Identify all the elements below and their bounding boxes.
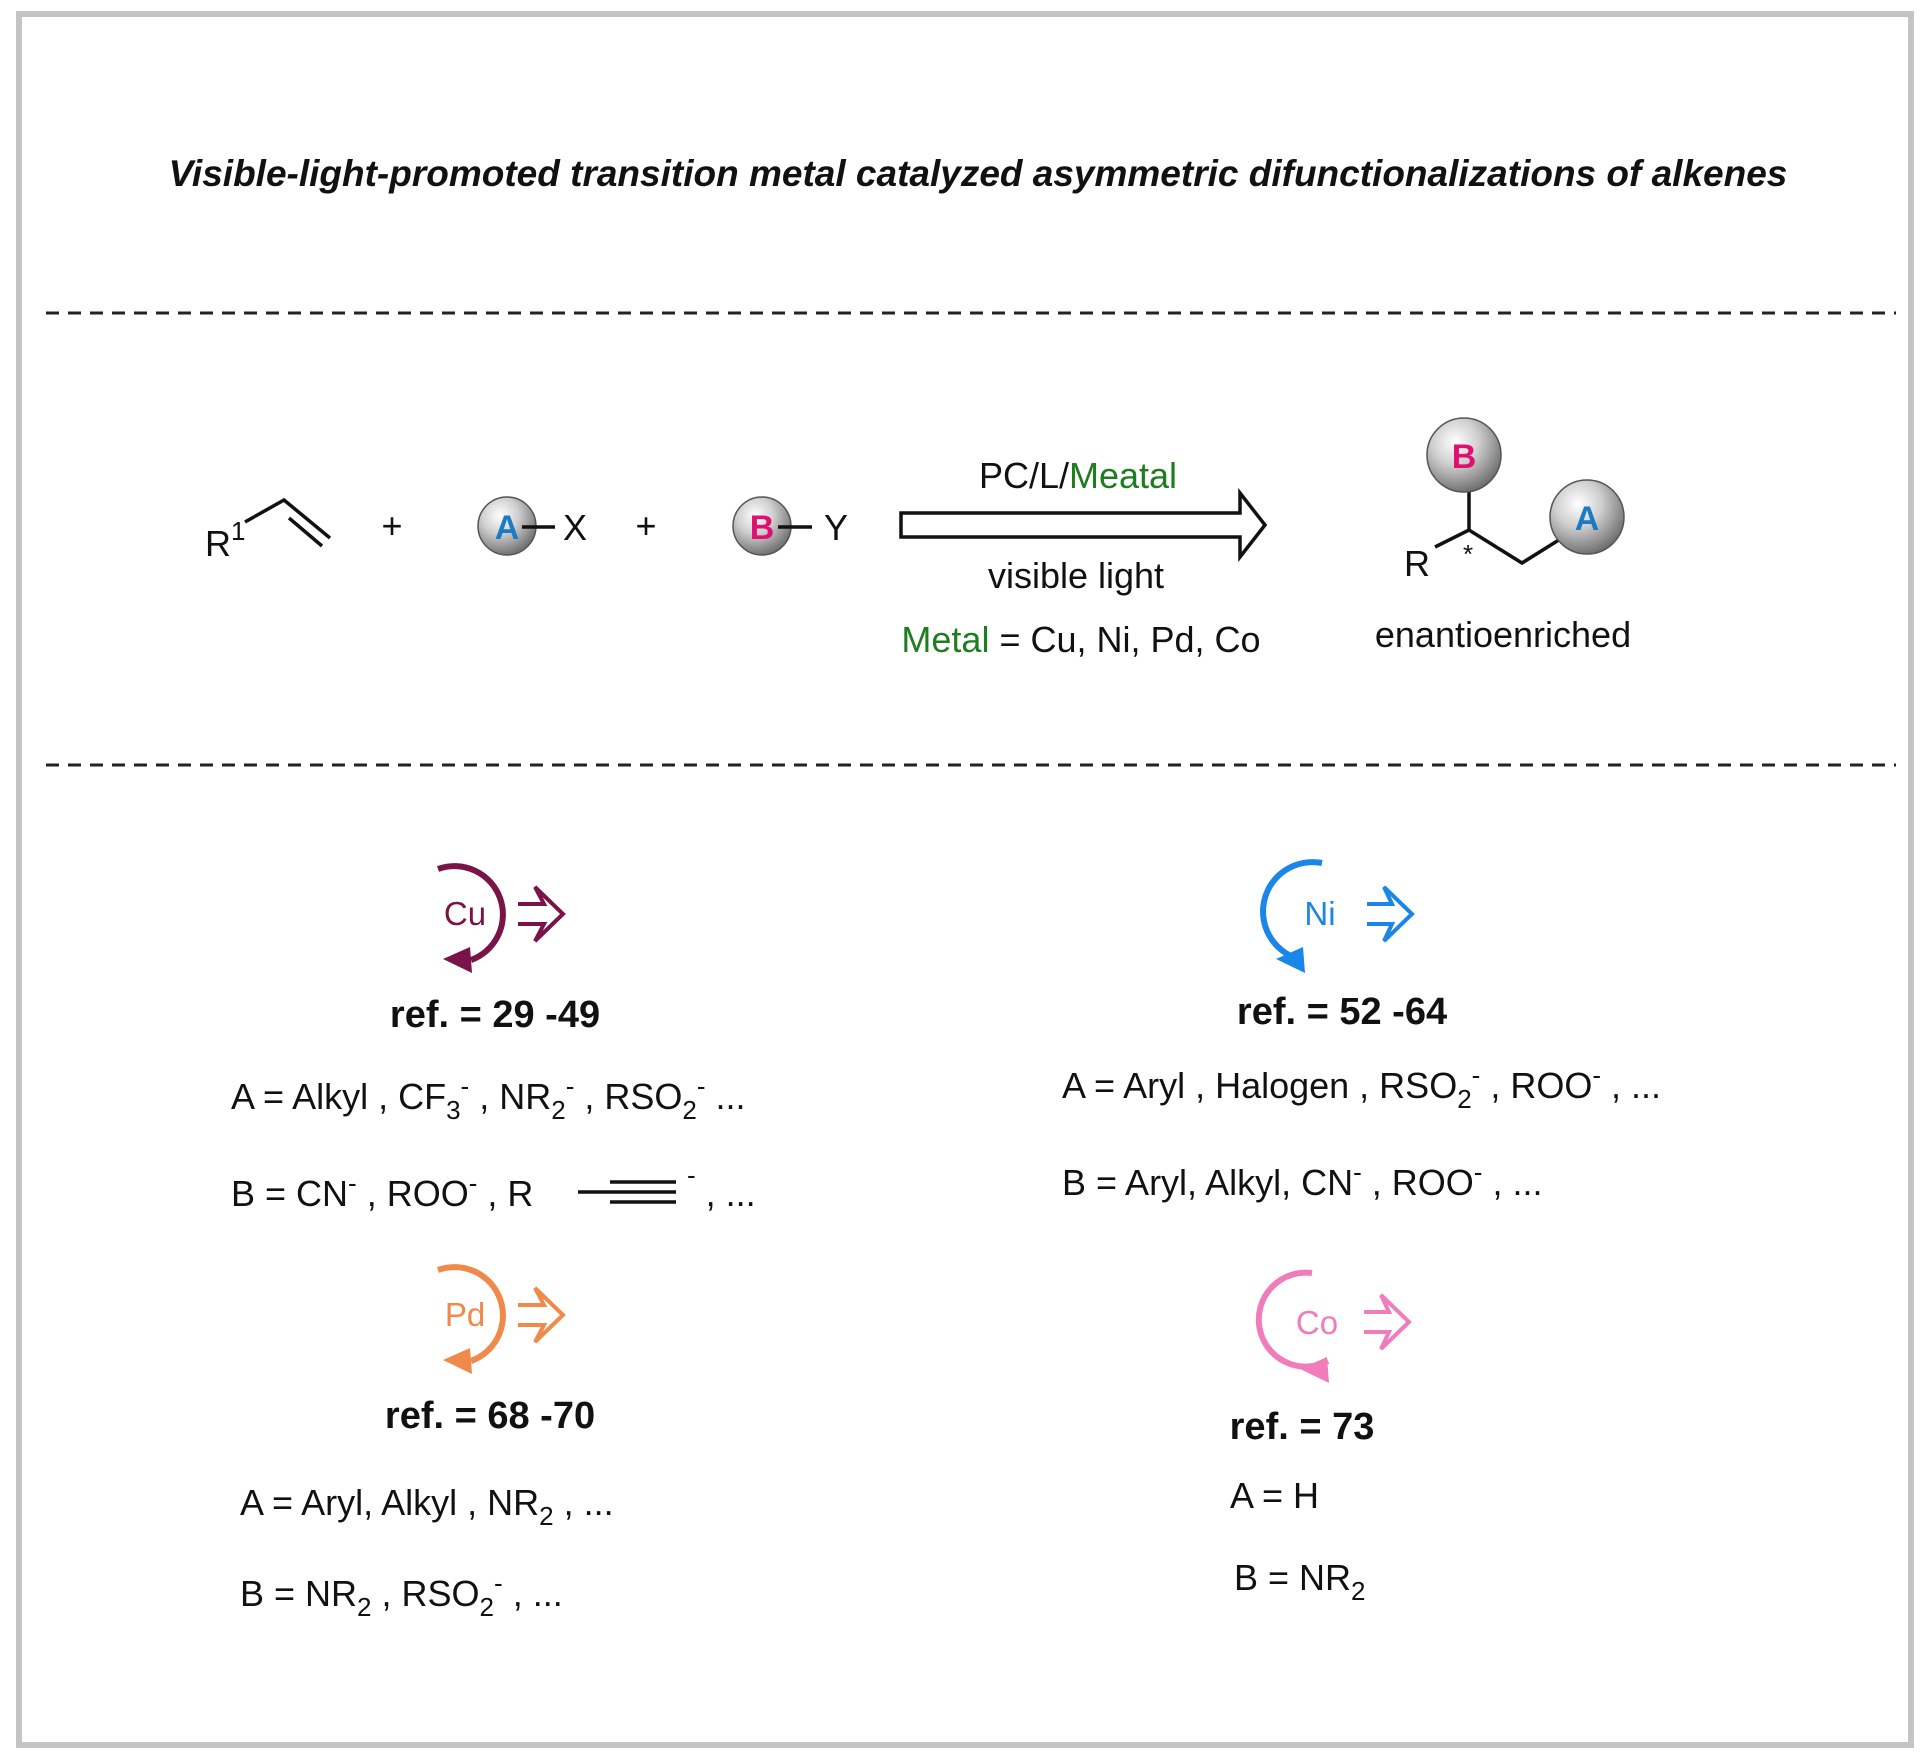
plus-sign-2: + [635, 505, 656, 546]
svg-text:Co: Co [1296, 1304, 1338, 1341]
svg-text:A: A [1575, 500, 1600, 538]
product-ball-b-icon [1426, 417, 1502, 493]
alkene-bond [244, 497, 332, 540]
co-ref: ref. = 73 [1230, 1406, 1375, 1448]
pd-a-substituents: A = Aryl, Alkyl , NR2 , ... [240, 1482, 614, 1531]
svg-text:R1: R1 [205, 516, 245, 564]
co-b-substituents: B = NR2 [1234, 1557, 1366, 1606]
stereocenter-marker: * [1463, 539, 1473, 569]
svg-text:Pd: Pd [445, 1296, 485, 1333]
product-ball-a-icon [1549, 479, 1625, 555]
arrow-conditions-bottom: visible light [988, 555, 1164, 596]
ni-a-substituents: A = Aryl , Halogen , RSO2- , ROO- , ... [1062, 1060, 1661, 1114]
product-structure: B A R * [1404, 417, 1625, 584]
metal-definition: Metal = Cu, Ni, Pd, Co [901, 619, 1260, 660]
svg-text:R: R [1404, 543, 1430, 584]
arrow-conditions-top: PC/L/Meatal [979, 455, 1177, 496]
svg-text:B: B [750, 509, 775, 547]
plus-sign-1: + [381, 505, 402, 546]
svg-text:Y: Y [824, 507, 848, 548]
reagent-b-y: B Y [732, 496, 848, 556]
ni-b-substituents: B = Aryl, Alkyl, CN- , ROO- , ... [1062, 1157, 1542, 1203]
ni-ref: ref. = 52 -64 [1237, 991, 1447, 1033]
svg-text:Ni: Ni [1304, 895, 1335, 932]
figure-title: Visible-light-promoted transition metal … [169, 153, 1788, 194]
svg-text:B: B [1452, 438, 1477, 476]
svg-text:X: X [563, 507, 587, 548]
co-a-substituents: A = H [1230, 1475, 1319, 1516]
svg-text:A: A [495, 509, 520, 547]
co-cycle-icon: Co [1255, 1269, 1412, 1383]
cu-ref: ref. = 29 -49 [390, 994, 600, 1036]
svg-text:Cu: Cu [444, 895, 486, 932]
ni-cycle-icon: Ni [1260, 859, 1415, 973]
alkene-substrate: R1 [205, 497, 332, 564]
figure-frame [16, 11, 1914, 1748]
cu-a-substituents: A = Alkyl , CF3- , NR2- , RSO2- ... [231, 1071, 746, 1125]
reagent-a-x: A X [477, 496, 587, 556]
pd-b-substituents: B = NR2 , RSO2- , ... [240, 1568, 563, 1622]
product-label: enantioenriched [1375, 614, 1631, 655]
cu-b-substituents: B = CN- , ROO- , R [231, 1168, 533, 1214]
pd-ref: ref. = 68 -70 [385, 1395, 595, 1437]
alkene-double-bond [287, 516, 324, 548]
cu-b-substituents-end: - , ... [687, 1160, 756, 1214]
alkyne-icon [578, 1180, 676, 1204]
pd-cycle-icon: Pd [436, 1264, 566, 1374]
reaction-arrow-icon [899, 487, 1268, 563]
cu-cycle-icon: Cu [436, 863, 566, 973]
